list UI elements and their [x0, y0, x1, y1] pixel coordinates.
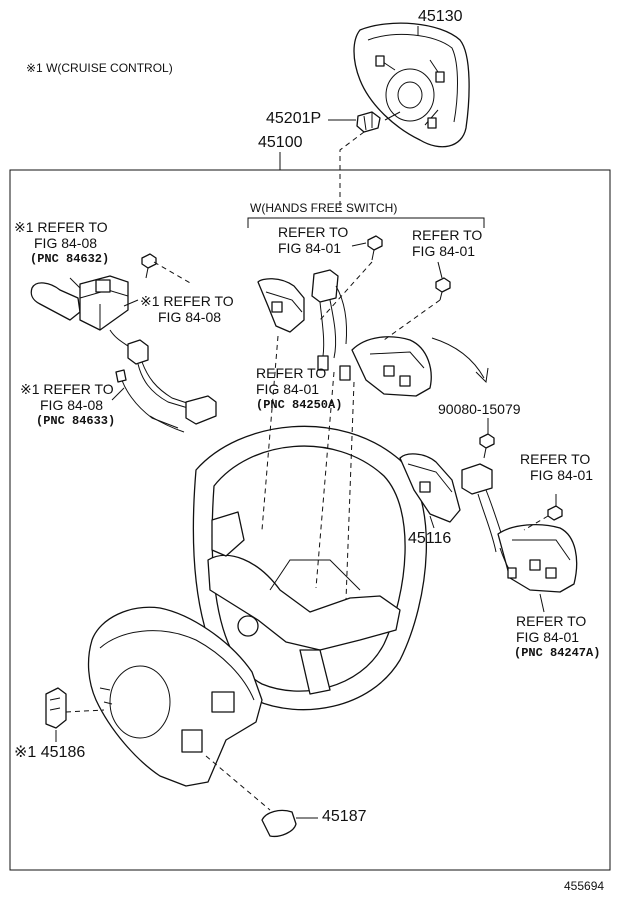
part-45130: 45130 [418, 8, 463, 25]
dash-screw-cruise [153, 261, 193, 285]
switch-unit-84247a [497, 524, 578, 593]
cap-45187 [261, 809, 297, 838]
screw-center [367, 235, 383, 261]
nut-45201p [356, 111, 381, 133]
part-45186: ※1 45186 [14, 744, 86, 761]
ref-r1-line1: REFER TO [520, 451, 591, 467]
leader-ref-tl [69, 277, 81, 289]
wire-harness-84633 [115, 361, 217, 433]
ref-c3-pnc: (PNC 84250A) [256, 398, 343, 412]
dash-screw-lower [523, 515, 549, 531]
dash-switch-wheel-3 [345, 381, 355, 601]
leader-ref-c1 [351, 242, 367, 247]
dash-cap-45187 [205, 755, 271, 811]
screw-right-top [435, 277, 451, 301]
part-45201p: 45201P [266, 110, 322, 127]
ref-r2-pnc: (PNC 84247A) [514, 646, 601, 660]
leader-45116 [429, 515, 435, 529]
ref-r1-line2: FIG 84-01 [530, 467, 594, 483]
ref-ml-line1: ※1 REFER TO [20, 381, 114, 397]
figure-id: 455694 [564, 879, 605, 893]
ref-ml-line2: FIG 84-08 [40, 397, 104, 413]
direction-arrow [431, 337, 489, 384]
leader-ref-cl [123, 299, 139, 307]
ref-cl-line2: FIG 84-08 [158, 309, 222, 325]
leader-ref-ml [111, 387, 125, 401]
ref-c2-line1: REFER TO [412, 227, 483, 243]
dash-switch-wheel-2 [315, 371, 335, 589]
dash-cap-45186 [65, 709, 105, 713]
leader-ref-r2 [539, 593, 545, 613]
steering-wheel [192, 425, 428, 711]
lower-cover [87, 606, 263, 787]
ref-r2-line2: FIG 84-01 [516, 629, 580, 645]
part-90080-15079: 90080-15079 [438, 401, 521, 417]
hands-free-switch-left [257, 269, 351, 381]
switch-bezel-45116 [399, 453, 507, 553]
hands-free-switch-right [351, 336, 432, 397]
ref-r2-line1: REFER TO [516, 613, 587, 629]
dash-nut-to-switch [339, 131, 365, 212]
part-45100: 45100 [258, 134, 303, 151]
cap-45186 [45, 687, 67, 729]
screw-right-lower [547, 505, 563, 521]
hands-free-bracket [247, 217, 485, 228]
ref-tl-pnc: (PNC 84632) [30, 252, 110, 266]
label-hands-free-switch: W(HANDS FREE SWITCH) [250, 201, 398, 215]
ref-c3-line2: FIG 84-01 [256, 381, 320, 397]
ref-ml-pnc: (PNC 84633) [36, 414, 116, 428]
ref-tl-line1: ※1 REFER TO [14, 219, 108, 235]
diagram-frame [9, 169, 611, 871]
ref-tl-line2: FIG 84-08 [34, 235, 98, 251]
leader-ref-c2 [437, 261, 443, 279]
cruise-control-switch [30, 253, 157, 365]
screw-90080-15079 [479, 433, 495, 459]
ref-c2-line2: FIG 84-01 [412, 243, 476, 259]
ref-c1-line1: REFER TO [278, 224, 349, 240]
ref-cl-line1: ※1 REFER TO [140, 293, 234, 309]
dash-screw-center [319, 261, 373, 321]
note-cruise-control: ※1 W(CRUISE CONTROL) [26, 61, 173, 75]
ref-c3-line1: REFER TO [256, 365, 327, 381]
part-45187: 45187 [322, 808, 367, 825]
part-45116: 45116 [408, 530, 452, 547]
dash-switch-wheel-1 [261, 335, 279, 531]
ref-c1-line2: FIG 84-01 [278, 240, 342, 256]
dash-screw-right [383, 299, 441, 341]
airbag-assembly-45130 [353, 22, 470, 148]
